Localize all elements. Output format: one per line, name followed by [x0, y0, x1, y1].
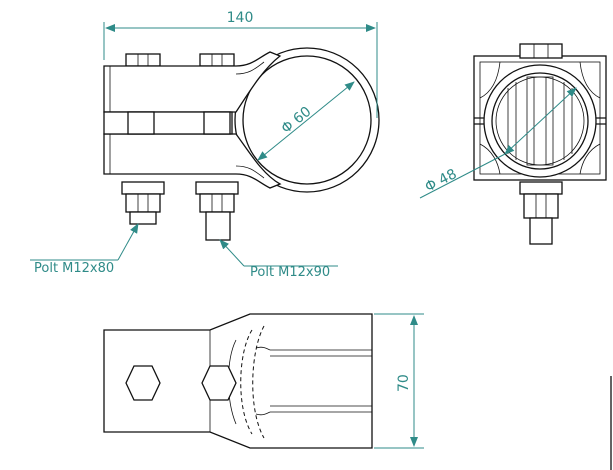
callout-bolt-b-label: Polt M12x90 — [250, 265, 330, 280]
dimension-width-label: 70 — [396, 374, 412, 392]
dimension-length: 140 — [103, 10, 378, 118]
hex-nut-icon — [201, 365, 237, 401]
dimension-width: 70 — [374, 313, 424, 449]
dimension-length-label: 140 — [227, 10, 254, 26]
side-view — [473, 43, 607, 245]
callout-bolt-b: Polt M12x90 — [219, 239, 338, 280]
dimension-pipe-large-label: Φ 60 — [278, 104, 314, 137]
top-view — [103, 313, 373, 449]
callout-bolt-a: Polt M12x80 — [30, 223, 139, 276]
front-view — [103, 47, 380, 241]
dimension-pipe-large: Φ 60 — [257, 81, 355, 161]
hex-nut-icon — [125, 365, 161, 401]
callout-bolt-a-label: Polt M12x80 — [34, 261, 114, 276]
dimension-pipe-small-label: Φ 48 — [423, 166, 460, 195]
